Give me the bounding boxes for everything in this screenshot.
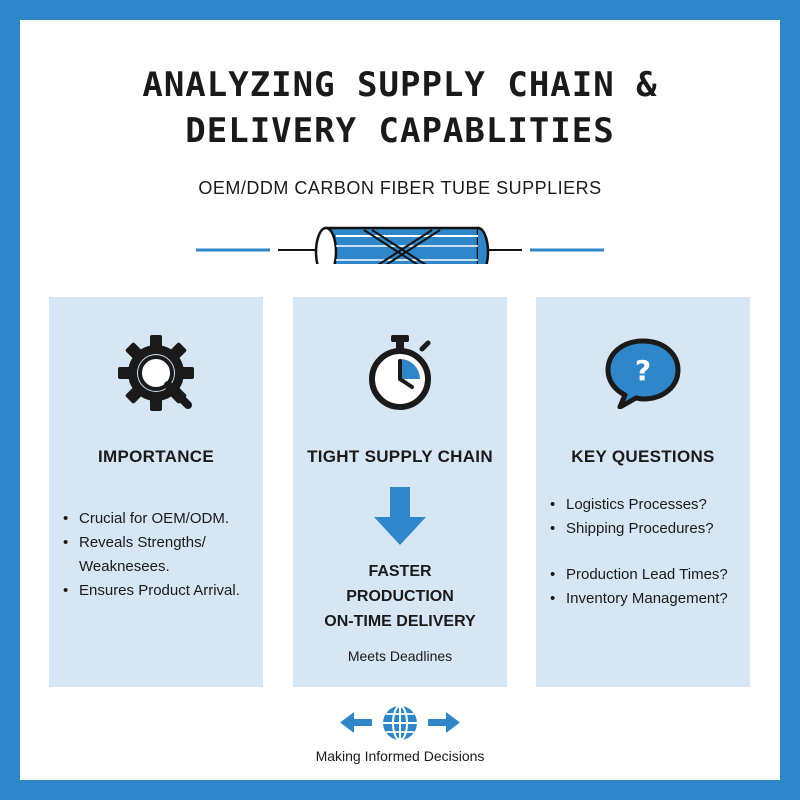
list-item: Ensures Product Arrival. (63, 579, 259, 603)
subtitle: OEM/DDM CARBON FIBER TUBE SUPPLIERS (198, 178, 602, 198)
importance-list: Crucial for OEM/ODM. Reveals Strengths/ … (63, 507, 259, 603)
right-arrow-icon (428, 712, 460, 733)
infographic-frame: ANALYZING SUPPLY CHAIN & DELIVERY CAPABL… (20, 20, 780, 780)
footer-caption: Making Informed Decisions (315, 748, 485, 764)
list-item: Logistics Processes? (550, 493, 746, 517)
panel-heading: IMPORTANCE (97, 447, 214, 466)
gear-magnifier-icon (118, 335, 194, 411)
stopwatch-icon (369, 335, 431, 410)
panel-importance: IMPORTANCE Crucial for OEM/ODM. Reveals … (49, 297, 263, 687)
panel-heading: KEY QUESTIONS (571, 447, 715, 466)
question-bubble-icon: ? (605, 338, 681, 409)
outcome-note: Meets Deadlines (347, 648, 453, 664)
panel-key-questions: ? KEY QUESTIONS Logistics Processes? Shi… (536, 297, 750, 687)
footer-icon-group (340, 705, 460, 741)
list-item: Shipping Procedures? (550, 517, 746, 541)
globe-icon (383, 705, 417, 741)
left-arrow-icon (340, 712, 372, 733)
outcome-line: ON-TIME DELIVERY (324, 613, 476, 630)
down-arrow-icon (374, 487, 426, 545)
outcome-text: FASTER PRODUCTION ON-TIME DELIVERY (293, 559, 507, 634)
questions-list: Logistics Processes? Shipping Procedures… (550, 493, 746, 611)
list-item: Production Lead Times? (550, 563, 746, 587)
panel-tight-supply-chain: TIGHT SUPPLY CHAIN FASTER PRODUCTION ON-… (293, 297, 507, 687)
panel-heading: TIGHT SUPPLY CHAIN (307, 447, 493, 466)
page-title: ANALYZING SUPPLY CHAIN & DELIVERY CAPABL… (20, 62, 780, 154)
list-item: Crucial for OEM/ODM. (63, 507, 259, 531)
list-item: Inventory Management? (550, 587, 746, 611)
outcome-line: PRODUCTION (346, 588, 454, 605)
outcome-line: FASTER (368, 563, 432, 580)
carbon-fiber-tube-icon (196, 226, 604, 264)
list-item: Weaknesees. (79, 558, 170, 575)
title-line-1: ANALYZING SUPPLY CHAIN & (142, 65, 658, 105)
list-item: Reveals Strengths/ (63, 531, 259, 555)
title-line-2: DELIVERY CAPABLITIES (185, 111, 615, 151)
question-glyph: ? (635, 354, 651, 387)
